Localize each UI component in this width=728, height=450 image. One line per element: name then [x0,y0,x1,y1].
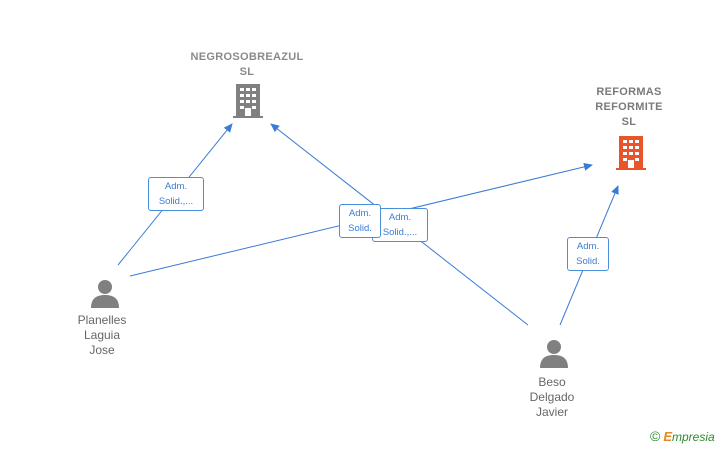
empresia-watermark: ©Empresia [650,428,715,444]
empresia-logo-text: mpresia [672,430,715,444]
company-label-reformas-reformite[interactable]: REFORMAS REFORMITE SL [595,86,663,128]
edge-label-planelles-reformas[interactable]: Adm. Solid. [339,204,381,238]
person-label-beso[interactable]: Beso Delgado Javier [529,375,575,419]
copyright-symbol: © [650,428,661,444]
person-icon[interactable] [539,338,569,368]
person-label-planelles[interactable]: Planelles Laguia Jose [77,313,127,357]
edge-label-beso-reformas[interactable]: Adm. Solid. [567,237,609,271]
person-icon[interactable] [90,278,120,308]
company-label-negrosobreazul[interactable]: NEGROSOBREAZUL SL [190,51,304,78]
edge-label-beso-negrosobreazul[interactable]: Adm. Solid.,... [372,208,428,242]
edge-label-planelles-negrosobreazul[interactable]: Adm. Solid.,... [148,177,204,211]
empresia-logo-initial: E [663,429,672,444]
building-icon[interactable] [615,136,647,170]
building-icon[interactable] [233,84,263,118]
